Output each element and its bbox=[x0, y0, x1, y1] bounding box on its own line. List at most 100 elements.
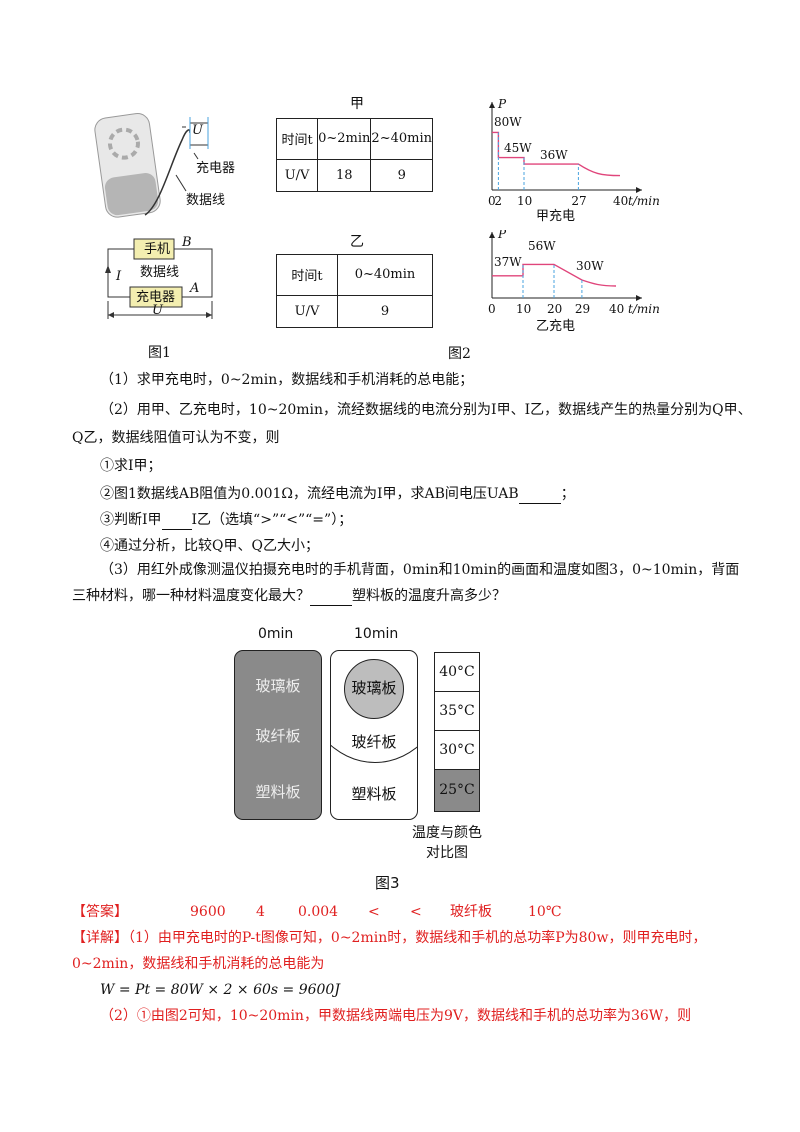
panel-item: 玻纤板 bbox=[255, 727, 301, 745]
answer-line: 【答案】 9600 4 0.004 < < 玻纤板 10℃ bbox=[72, 902, 772, 922]
table-cell: 0~40min bbox=[337, 254, 433, 296]
table-row: U/V 18 9 bbox=[275, 158, 433, 193]
data-label: 80W bbox=[494, 115, 522, 129]
label-10min: 10min bbox=[354, 626, 399, 642]
table-cell: 9 bbox=[370, 158, 433, 193]
legend-line-2: 对比图 bbox=[426, 845, 468, 861]
scale-cell: 35°C bbox=[435, 692, 479, 731]
x-tick-label: 27 bbox=[571, 194, 586, 208]
x-tick-label: 2 bbox=[494, 194, 502, 208]
question-1: （1）求甲充电时，0~2min，数据线和手机消耗的总电能； bbox=[100, 372, 474, 388]
x-tick-label: 40 bbox=[609, 302, 624, 316]
question-2-part-4: ④通过分析，比较Q甲、Q乙大小； bbox=[100, 538, 319, 554]
chart-yi: P 0 10 20 29 40 t/min 37W 56W 30W 乙充电 bbox=[488, 230, 660, 334]
temperature-scale: 40°C 35°C 30°C 25°C bbox=[434, 652, 480, 812]
answer-value: < bbox=[368, 904, 380, 920]
a-label: A bbox=[190, 281, 200, 296]
warm-band bbox=[331, 651, 417, 763]
data-label: 56W bbox=[528, 239, 556, 253]
table-row: U/V 9 bbox=[276, 294, 433, 329]
x-tick-label: 10 bbox=[517, 194, 532, 208]
scale-cell: 25°C bbox=[435, 770, 479, 811]
answer-value: 0.004 bbox=[298, 904, 339, 920]
detail-line-1: 【详解】（1）由甲充电时的P-t图像可知，0~2min时，数据线和手机的总功率P… bbox=[72, 928, 706, 948]
x-tick-label: 0 bbox=[488, 302, 496, 316]
x-axis-label: t/min bbox=[628, 302, 660, 316]
figure-1: U 充电器 数据线 手机 B 数据线 I 充电器 A U 图1 bbox=[90, 95, 260, 365]
x-tick-label: 10 bbox=[516, 302, 531, 316]
x-axis-arrow bbox=[636, 295, 642, 301]
question-2-part-1: ①求I甲； bbox=[100, 458, 162, 474]
table-cell: 0~2min bbox=[317, 118, 372, 160]
b-label: B bbox=[182, 235, 192, 250]
answer-blank[interactable] bbox=[161, 515, 192, 530]
figure-2-caption: 图2 bbox=[448, 346, 471, 362]
answer-blank[interactable] bbox=[310, 591, 352, 606]
detail-line-3: （2）①由图2可知，10~20min，甲数据线两端电压为9V，数据线和手机的总功… bbox=[100, 1008, 692, 1024]
charger-box-label: 充电器 bbox=[136, 290, 176, 305]
cable-mid-label: 数据线 bbox=[140, 265, 180, 280]
table-row: 时间t 0~40min bbox=[276, 254, 433, 296]
table-yi: 时间t 0~40min U/V 9 bbox=[276, 254, 433, 329]
q2-2-end: ； bbox=[560, 486, 575, 502]
panel-0min: 玻璃板 玻纤板 塑料板 bbox=[234, 650, 322, 820]
data-label: 37W bbox=[494, 255, 522, 269]
answer-value: 10℃ bbox=[528, 904, 562, 920]
x-tick-label: 20 bbox=[547, 302, 562, 316]
table-cell: 2~40min bbox=[370, 118, 433, 160]
y-axis-arrow bbox=[489, 102, 495, 108]
q2-3-post: I乙（选填“>”“<”“=”）； bbox=[191, 512, 353, 528]
panel-item: 玻纤板 bbox=[351, 733, 397, 751]
scale-cell: 40°C bbox=[435, 653, 479, 692]
y-axis-label: P bbox=[497, 97, 507, 111]
answer-value: 4 bbox=[256, 904, 265, 920]
table-row: 时间t 0~2min 2~40min bbox=[275, 118, 433, 160]
charger-label: 充电器 bbox=[196, 161, 236, 176]
question-3-line-1: （3）用红外成像测温仪拍摄充电时的手机背面，0min和10min的画面和温度如图… bbox=[100, 562, 740, 578]
table-cell: 时间t bbox=[275, 118, 319, 160]
x-tick-label: 29 bbox=[575, 302, 590, 316]
detail-label: 【详解】 bbox=[72, 930, 128, 946]
answer-value: 9600 bbox=[190, 904, 226, 920]
figure-3-caption: 图3 bbox=[375, 874, 400, 892]
q3-pre: 三种材料，哪一种材料温度变化最大？ bbox=[72, 588, 310, 604]
x-tick-label: 0 bbox=[488, 194, 496, 208]
u-label: U bbox=[192, 123, 203, 138]
chart-title: 乙充电 bbox=[536, 318, 575, 334]
answer-value: < bbox=[410, 904, 422, 920]
data-label: 30W bbox=[576, 259, 604, 273]
answer-value: 玻纤板 bbox=[450, 904, 492, 920]
x-axis-arrow bbox=[636, 187, 642, 193]
answer-blank[interactable] bbox=[518, 489, 561, 504]
table-jia-title: 甲 bbox=[350, 96, 364, 112]
question-2-part-2: ②图1数据线AB阻值为0.001Ω，流经电流为I甲，求AB间电压UAB ； bbox=[100, 484, 575, 504]
y-axis-arrow bbox=[489, 232, 495, 238]
table-jia: 时间t 0~2min 2~40min U/V 18 9 bbox=[275, 118, 433, 193]
data-label: 45W bbox=[504, 141, 532, 155]
phone-box-label: 手机 bbox=[144, 242, 171, 257]
power-series-line bbox=[492, 131, 621, 177]
detail-text: （1）由甲充电时的P-t图像可知，0~2min时，数据线和手机的总功率P为80w… bbox=[128, 930, 707, 946]
question-3-line-2: 三种材料，哪一种材料温度变化最大？塑料板的温度升高多少？ bbox=[72, 586, 506, 606]
circuit-diagram bbox=[105, 238, 213, 319]
table-cell: U/V bbox=[276, 294, 338, 329]
scale-cell: 30°C bbox=[435, 731, 479, 770]
legend-line-1: 温度与颜色 bbox=[412, 825, 482, 841]
i-label: I bbox=[116, 269, 122, 284]
table-yi-title: 乙 bbox=[350, 234, 364, 250]
q2-2-text: ②图1数据线AB阻值为0.001Ω，流经电流为I甲，求AB间电压UAB bbox=[100, 486, 519, 502]
table-cell: 时间t bbox=[276, 254, 338, 296]
panel-item: 塑料板 bbox=[351, 785, 397, 803]
power-series-line bbox=[492, 263, 617, 287]
y-axis-label: P bbox=[497, 230, 507, 241]
label-0min: 0min bbox=[258, 626, 294, 642]
table-cell: 18 bbox=[317, 158, 372, 193]
answer-label: 【答案】 bbox=[72, 904, 128, 920]
panel-item: 塑料板 bbox=[255, 783, 301, 801]
detail-line-2: 0~2min，数据线和手机消耗的总电能为 bbox=[72, 956, 325, 972]
cable-label: 数据线 bbox=[186, 193, 226, 208]
chart-title: 甲充电 bbox=[536, 208, 575, 224]
panel-item: 玻璃板 bbox=[255, 677, 301, 695]
